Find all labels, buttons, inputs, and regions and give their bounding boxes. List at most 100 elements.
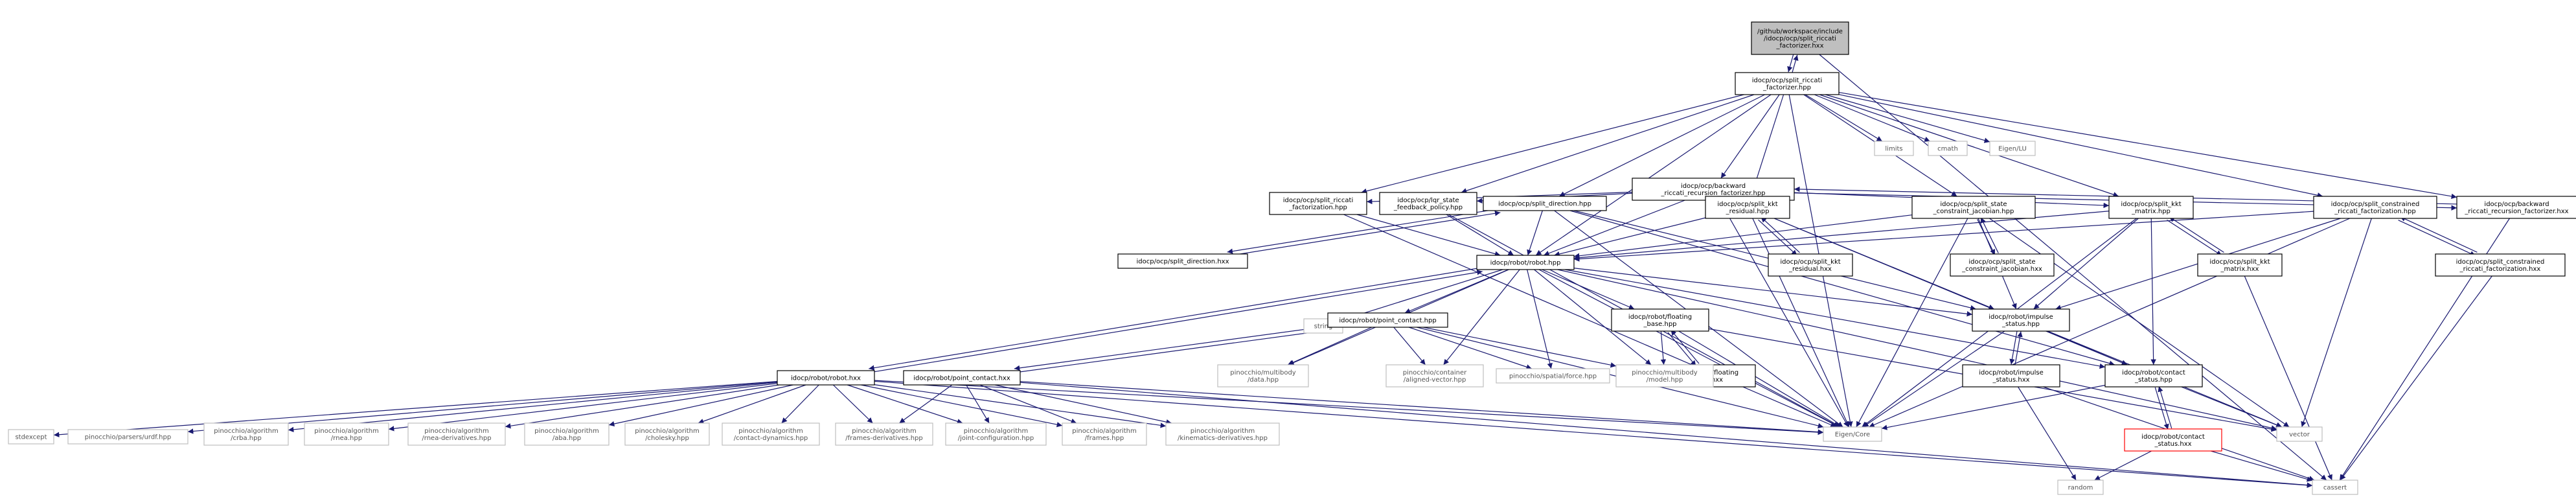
node-box bbox=[1476, 255, 1575, 270]
node-box bbox=[1705, 196, 1790, 219]
node-cs-hpp[interactable]: idocp/robot/contact_status.hpp bbox=[2104, 364, 2203, 387]
node-pin-jconf: pinocchio/algorithm/joint-configuration.… bbox=[945, 422, 1047, 446]
node-label: pinocchio/algorithm bbox=[1072, 428, 1136, 435]
node-label: idocp/ocp/backward bbox=[1681, 183, 1746, 190]
node-box bbox=[203, 422, 289, 446]
node-cs-hxx[interactable]: idocp/robot/contact_status.hxx bbox=[2124, 428, 2222, 452]
node-box bbox=[8, 429, 54, 445]
edge-skm_hpp-to-is_hpp bbox=[2033, 218, 2139, 310]
node-is-hxx[interactable]: idocp/robot/impulse_status.hxx bbox=[1962, 364, 2060, 387]
node-box bbox=[1217, 364, 1309, 387]
node-label: idocp/robot/point_contact.hxx bbox=[913, 375, 1010, 382]
node-box bbox=[1735, 72, 1840, 95]
node-fb-hpp[interactable]: idocp/robot/floating_base.hpp bbox=[1611, 308, 1709, 332]
edge-is_hxx-to-random bbox=[2018, 386, 2077, 481]
node-pin-urdf: pinocchio/parsers/urdf.hpp bbox=[67, 429, 188, 445]
node-label: stdexcept bbox=[15, 434, 47, 441]
node-label: pinocchio/algorithm bbox=[424, 428, 488, 435]
node-label: _riccati_recursion_factorizer.hpp bbox=[1660, 190, 1765, 197]
node-label: _factorization.hpp bbox=[1288, 204, 1347, 211]
node-label: /rnea-derivatives.hpp bbox=[422, 435, 491, 442]
node-box bbox=[1823, 426, 1882, 442]
node-box bbox=[1972, 308, 2070, 332]
node-lqr-hpp[interactable]: idocp/ocp/lqr_state_feedback_policy.hpp bbox=[1379, 192, 1477, 215]
edge-robot_hxx-to-pin_framesd bbox=[832, 384, 873, 424]
node-skm-hpp[interactable]: idocp/ocp/split_kkt_matrix.hpp bbox=[2108, 196, 2194, 219]
node-label: pinocchio/parsers/urdf.hpp bbox=[85, 434, 171, 441]
edge-robot_hpp-to-robot_hxx bbox=[869, 267, 1482, 371]
node-label: /frames-derivatives.hpp bbox=[845, 435, 922, 442]
node-label: idocp/robot/impulse bbox=[1989, 314, 2053, 321]
edge-layer bbox=[53, 54, 2510, 489]
node-limits: limits bbox=[1874, 141, 1914, 156]
node-cassert: cassert bbox=[2312, 480, 2358, 495]
node-layer: /github/workspace/include/idocp/ocp/spli… bbox=[8, 21, 2576, 495]
node-robot-hxx[interactable]: idocp/robot/robot.hxx bbox=[777, 370, 875, 386]
node-scrf-hpp[interactable]: idocp/ocp/split_constrained_riccati_fact… bbox=[2313, 196, 2437, 219]
node-root[interactable]: /github/workspace/include/idocp/ocp/spli… bbox=[1751, 21, 1849, 55]
node-box bbox=[1751, 21, 1849, 55]
node-skres-hpp[interactable]: idocp/ocp/split_kkt_residual.hpp bbox=[1705, 196, 1790, 219]
edge-pc_hpp-to-pin_data bbox=[1287, 327, 1373, 365]
node-box bbox=[67, 429, 188, 445]
edge-robot_hxx-to-eigen_core bbox=[874, 380, 1824, 435]
edge-robot_hxx-to-pin_rnead bbox=[505, 384, 780, 429]
node-robot-hpp[interactable]: idocp/robot/robot.hpp bbox=[1476, 255, 1575, 270]
node-pin-rnead: pinocchio/algorithm/rnea-derivatives.hpp bbox=[407, 422, 506, 446]
node-box bbox=[777, 370, 875, 386]
node-pin-aba: pinocchio/algorithm/aba.hpp bbox=[524, 422, 610, 446]
node-box bbox=[2104, 364, 2203, 387]
node-sdir-hxx[interactable]: idocp/ocp/split_direction.hxx bbox=[1117, 253, 1248, 269]
node-label: _status.hpp bbox=[2001, 321, 2040, 328]
node-srfact-hpp[interactable]: idocp/ocp/split_riccati_factorization.hp… bbox=[1269, 192, 1367, 215]
node-pc-hpp[interactable]: idocp/robot/point_contact.hpp bbox=[1327, 312, 1448, 328]
node-sdir-hpp[interactable]: idocp/ocp/split_direction.hpp bbox=[1483, 196, 1607, 211]
edge-sscj_hpp-to-eigen_core bbox=[1856, 218, 1968, 428]
node-pin-av: pinocchio/container/aligned-vector.hpp bbox=[1385, 364, 1484, 387]
node-pc-hxx[interactable]: idocp/robot/point_contact.hxx bbox=[903, 370, 1021, 386]
edge-scrf_hpp-to-scrf_hxx bbox=[2398, 220, 2476, 257]
edge-robot_hxx-to-pin_kind bbox=[874, 384, 1167, 428]
edge-is_hxx-to-is_hpp bbox=[2014, 331, 2023, 365]
node-label: /data.hpp bbox=[1248, 376, 1279, 384]
edge-pc_hxx-to-pin_framesd bbox=[899, 384, 953, 424]
node-label: pinocchio/algorithm bbox=[852, 428, 916, 435]
node-box bbox=[1496, 368, 1610, 384]
node-label: _status.hxx bbox=[2154, 441, 2191, 448]
edge-sscj_hpp-to-vector bbox=[1989, 218, 2290, 428]
node-scrf-hxx[interactable]: idocp/ocp/split_constrained_riccati_fact… bbox=[2435, 253, 2566, 277]
edge-robot_hxx-to-pin_cdyn bbox=[781, 384, 819, 424]
edge-robot_hpp-to-pc_hpp bbox=[1404, 269, 1509, 314]
edge-robot_hxx-to-stdexcept bbox=[53, 380, 778, 437]
node-box bbox=[304, 422, 389, 446]
edge-fb_hpp-to-pin_model bbox=[1660, 330, 1667, 365]
node-label: idocp/ocp/split_state bbox=[1968, 259, 2035, 266]
node-label: _status.hxx bbox=[1992, 376, 2029, 384]
edge-sdir_hpp-to-cs_hpp bbox=[1569, 210, 2115, 366]
node-skres-hxx[interactable]: idocp/ocp/split_kkt_residual.hxx bbox=[1768, 253, 1853, 277]
node-pin-crba: pinocchio/algorithm/crba.hpp bbox=[203, 422, 289, 446]
node-sscj-hxx[interactable]: idocp/ocp/split_state_constraint_jacobia… bbox=[1950, 253, 2055, 277]
node-sscj-hpp[interactable]: idocp/ocp/split_state_constraint_jacobia… bbox=[1911, 196, 2036, 219]
node-label: /github/workspace/include bbox=[1757, 29, 1843, 36]
node-pin-model: pinocchio/multibody/model.hpp bbox=[1615, 364, 1714, 387]
node-label: _matrix.hxx bbox=[2220, 266, 2259, 273]
node-label: cmath bbox=[1937, 146, 1958, 153]
node-box bbox=[1327, 312, 1448, 328]
node-skm-hxx[interactable]: idocp/ocp/split_kkt_matrix.hxx bbox=[2197, 253, 2283, 277]
node-brrf-hxx[interactable]: idocp/ocp/backward_riccati_recursion_fac… bbox=[2456, 196, 2576, 219]
edge-sscj_hxx-to-sscj_hpp bbox=[1980, 217, 1999, 253]
node-srf-hpp[interactable]: idocp/ocp/split_riccati_factorizer.hpp bbox=[1735, 72, 1840, 95]
node-cmath: cmath bbox=[1928, 141, 1968, 156]
node-label: idocp/robot/floating bbox=[1628, 314, 1692, 321]
edge-srf_hpp-to-brrf_hpp bbox=[1720, 94, 1780, 179]
node-box bbox=[945, 422, 1047, 446]
edge-pc_hxx-to-cassert bbox=[1020, 382, 2313, 488]
node-is-hpp[interactable]: idocp/robot/impulse_status.hpp bbox=[1972, 308, 2070, 332]
node-label: string bbox=[1314, 323, 1333, 330]
node-box bbox=[2313, 196, 2437, 219]
node-box bbox=[2276, 426, 2323, 442]
node-stdexcept: stdexcept bbox=[8, 429, 54, 445]
node-box bbox=[722, 422, 820, 446]
node-label: pinocchio/spatial/force.hpp bbox=[1509, 373, 1597, 380]
